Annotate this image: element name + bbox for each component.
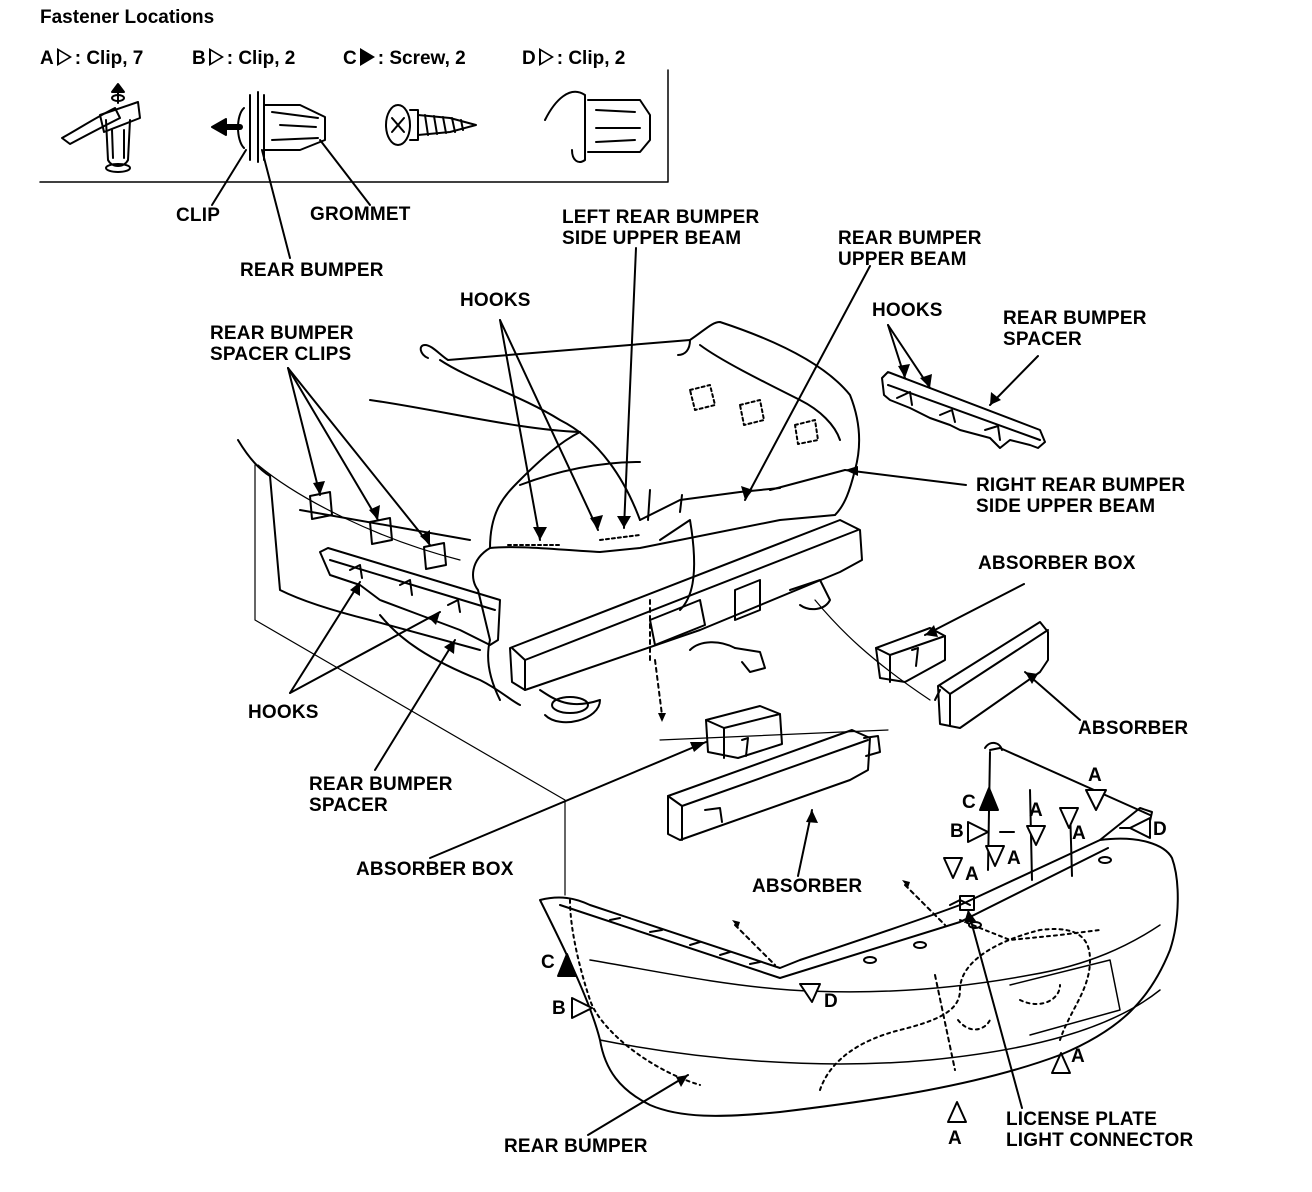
legend-box xyxy=(39,69,669,183)
legend-entry-d: D : Clip, 2 xyxy=(522,48,625,70)
label-clip: CLIP xyxy=(176,205,221,226)
left-spacer-assembly xyxy=(309,491,521,706)
leader-arrowheads xyxy=(313,364,1038,1087)
fastener-a-marker xyxy=(1059,807,1079,829)
assembly-guide-lines xyxy=(254,464,931,896)
legend-letter: D xyxy=(522,48,536,69)
label-license-plate-light-connector: LICENSE PLATE LIGHT CONNECTOR xyxy=(1006,1109,1194,1151)
label-rear-bumper-spacer-clips: REAR BUMPER SPACER CLIPS xyxy=(210,323,354,365)
label-rear-bumper-upper-beam: REAR BUMPER UPPER BEAM xyxy=(838,228,982,270)
legend-letter: B xyxy=(192,48,206,69)
legend-entry-a: A : Clip, 7 xyxy=(40,48,143,70)
legend-entry-c: C : Screw, 2 xyxy=(343,48,466,70)
label-rear-bumper-top: REAR BUMPER xyxy=(240,260,384,281)
filled-triangle-icon xyxy=(359,48,375,66)
fastener-a-marker xyxy=(1085,789,1107,811)
legend-text: : Clip, 2 xyxy=(226,48,296,69)
rear-bumper-upper-beam xyxy=(509,519,863,724)
callout-a: A xyxy=(948,1128,962,1149)
legend-text: : Clip, 2 xyxy=(556,48,626,69)
legend-entry-b: B : Clip, 2 xyxy=(192,48,295,70)
fastener-b-marker xyxy=(571,997,593,1019)
fastener-c-marker xyxy=(979,787,999,811)
label-left-side-upper-beam: LEFT REAR BUMPER SIDE UPPER BEAM xyxy=(562,207,760,249)
label-absorber-box-left: ABSORBER BOX xyxy=(356,859,514,880)
fastener-d-marker xyxy=(799,983,821,1003)
open-triangle-icon xyxy=(208,48,224,66)
legend-text: : Clip, 7 xyxy=(74,48,144,69)
label-hooks-left: HOOKS xyxy=(248,702,319,723)
legend-letter: C xyxy=(343,48,357,69)
label-hooks-top: HOOKS xyxy=(460,290,531,311)
fastener-a-marker xyxy=(947,1101,967,1123)
callout-a: A xyxy=(1072,823,1086,844)
label-rear-bumper-spacer-left: REAR BUMPER SPACER xyxy=(309,774,453,816)
fastener-a-marker xyxy=(943,857,963,879)
label-leaders xyxy=(287,247,1081,1136)
fastener-markers xyxy=(557,787,1151,1123)
open-triangle-icon xyxy=(538,48,554,66)
fastener-a-marker xyxy=(1026,825,1046,846)
callout-a: A xyxy=(965,864,979,885)
center-absorber-box xyxy=(705,705,783,759)
fastener-c-marker xyxy=(557,953,577,977)
fastener-a-marker xyxy=(1051,1052,1071,1074)
fastener-b-marker xyxy=(967,821,989,843)
clip-b-illustration xyxy=(211,91,326,163)
open-triangle-icon xyxy=(56,48,72,66)
label-grommet: GROMMET xyxy=(310,204,411,225)
callout-c: C xyxy=(541,952,555,973)
legend-letter: A xyxy=(40,48,54,69)
label-hooks-right: HOOKS xyxy=(872,300,943,321)
label-absorber-right: ABSORBER xyxy=(1078,718,1189,739)
label-absorber-center: ABSORBER xyxy=(752,876,863,897)
assembly-direction-arrows xyxy=(649,599,956,1071)
legend-leaders xyxy=(211,139,371,259)
callout-a: A xyxy=(1071,1046,1085,1067)
callout-c: C xyxy=(962,792,976,813)
callout-d: D xyxy=(1153,819,1167,840)
right-absorber-box xyxy=(875,627,946,683)
clip-a-illustration xyxy=(61,83,141,173)
legend-text: : Screw, 2 xyxy=(377,48,466,69)
label-right-side-upper-beam: RIGHT REAR BUMPER SIDE UPPER BEAM xyxy=(976,475,1186,517)
callout-d: D xyxy=(824,991,838,1012)
right-spacer xyxy=(881,371,1046,449)
fastener-a-marker xyxy=(985,845,1005,867)
callout-b: B xyxy=(950,821,964,842)
callout-b: B xyxy=(552,998,566,1019)
fastener-d-marker xyxy=(1129,817,1151,839)
diagram-title: Fastener Locations xyxy=(40,7,215,28)
callout-a: A xyxy=(1029,800,1043,821)
callout-a: A xyxy=(1088,765,1102,786)
screw-c-illustration xyxy=(385,104,477,146)
label-rear-bumper-spacer-right: REAR BUMPER SPACER xyxy=(1003,308,1147,350)
right-absorber xyxy=(934,621,1049,729)
label-rear-bumper-bottom: REAR BUMPER xyxy=(504,1136,648,1157)
callout-a: A xyxy=(1007,848,1021,869)
label-absorber-box-right: ABSORBER BOX xyxy=(978,553,1136,574)
clip-d-illustration xyxy=(544,90,651,163)
